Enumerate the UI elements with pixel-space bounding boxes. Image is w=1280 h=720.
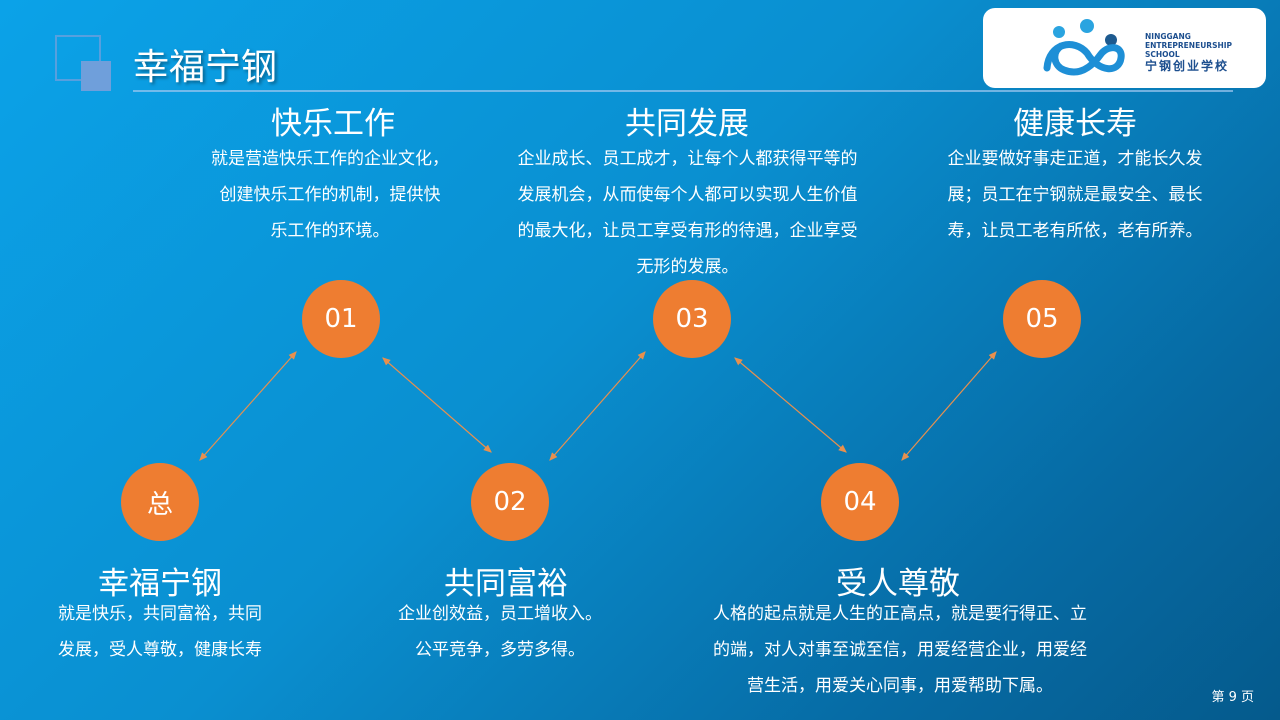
logo-mark-icon [1043, 19, 1125, 76]
title-divider [133, 90, 1233, 92]
heading-03: 共同发展 [625, 106, 749, 142]
school-logo: NINGGANG ENTREPRENEURSHIP SCHOOL 宁钢创业学校 [983, 8, 1266, 88]
circle-04: 04 [821, 463, 899, 541]
desc-line: 乐工作的环境。 [270, 221, 390, 241]
heading-04: 受人尊敬 [836, 566, 960, 602]
circle-05: 05 [1003, 280, 1081, 358]
desc-line: 就是快乐，共同富裕，共同 [58, 604, 262, 624]
logo-line1: NINGGANG [1145, 32, 1191, 41]
circle-03: 03 [653, 280, 731, 358]
desc-line: 发展机会，从而使每个人都可以实现人生价值 [517, 185, 858, 205]
desc-02: 企业创效益，员工增收入。公平竞争，多劳多得。 [370, 596, 630, 668]
logo-line2: ENTREPRENEURSHIP [1145, 41, 1233, 50]
desc-05: 企业要做好事走正道，才能长久发展；员工在宁钢就是最安全、最长寿，让员工老有所依，… [925, 141, 1225, 249]
heading-summary: 幸福宁钢 [98, 566, 222, 602]
arrow-line [734, 357, 847, 453]
desc-line: 的最大化，让员工享受有形的待遇，企业享受 [517, 221, 858, 241]
desc-line: 的端，对人对事至诚至信，用爱经营企业，用爱经 [713, 640, 1087, 660]
logo-cn: 宁钢创业学校 [1145, 59, 1230, 73]
desc-line: 企业成长、员工成才，让每个人都获得平等的 [517, 149, 858, 169]
page-title: 幸福宁钢 [133, 47, 278, 88]
desc-03: 企业成长、员工成才，让每个人都获得平等的发展机会，从而使每个人都可以实现人生价值… [490, 141, 885, 285]
logo-line3: SCHOOL [1145, 50, 1180, 59]
desc-line: 企业要做好事走正道，才能长久发 [947, 149, 1203, 169]
circle-02: 02 [471, 463, 549, 541]
decor-square-filled [81, 61, 111, 91]
arrow-line [549, 351, 646, 461]
desc-line: 就是营造快乐工作的企业文化， [211, 149, 449, 169]
desc-line: 发展，受人尊敬，健康长寿 [58, 640, 262, 660]
desc-summary: 就是快乐，共同富裕，共同发展，受人尊敬，健康长寿 [30, 596, 290, 668]
desc-line: 人格的起点就是人生的正高点，就是要行得正、立 [713, 604, 1087, 624]
arrow-line [901, 351, 997, 461]
desc-line: 寿，让员工老有所依，老有所养。 [947, 221, 1203, 241]
desc-line: 企业创效益，员工增收入。 [398, 604, 602, 624]
arrow-line [382, 357, 492, 453]
desc-line: 创建快乐工作的机制，提供快 [219, 185, 441, 205]
desc-line: 无形的发展。 [636, 257, 739, 277]
desc-line: 营生活，用爱关心同事，用爱帮助下属。 [747, 676, 1053, 696]
heading-05: 健康长寿 [1013, 106, 1137, 142]
circle-summary: 总 [121, 463, 199, 541]
arrow-line [199, 351, 297, 461]
heading-02: 共同富裕 [444, 566, 568, 602]
desc-line: 公平竞争，多劳多得。 [415, 640, 585, 660]
desc-line: 展；员工在宁钢就是最安全、最长 [947, 185, 1203, 205]
desc-01: 就是营造快乐工作的企业文化， 创建快乐工作的机制，提供快乐工作的环境。 [190, 141, 470, 249]
decor-square-outline [55, 35, 101, 81]
heading-01: 快乐工作 [271, 106, 395, 142]
desc-04: 人格的起点就是人生的正高点，就是要行得正、立的端，对人对事至诚至信，用爱经营企业… [680, 596, 1120, 704]
circle-01: 01 [302, 280, 380, 358]
page-number: 第 9 页 [1211, 690, 1254, 705]
